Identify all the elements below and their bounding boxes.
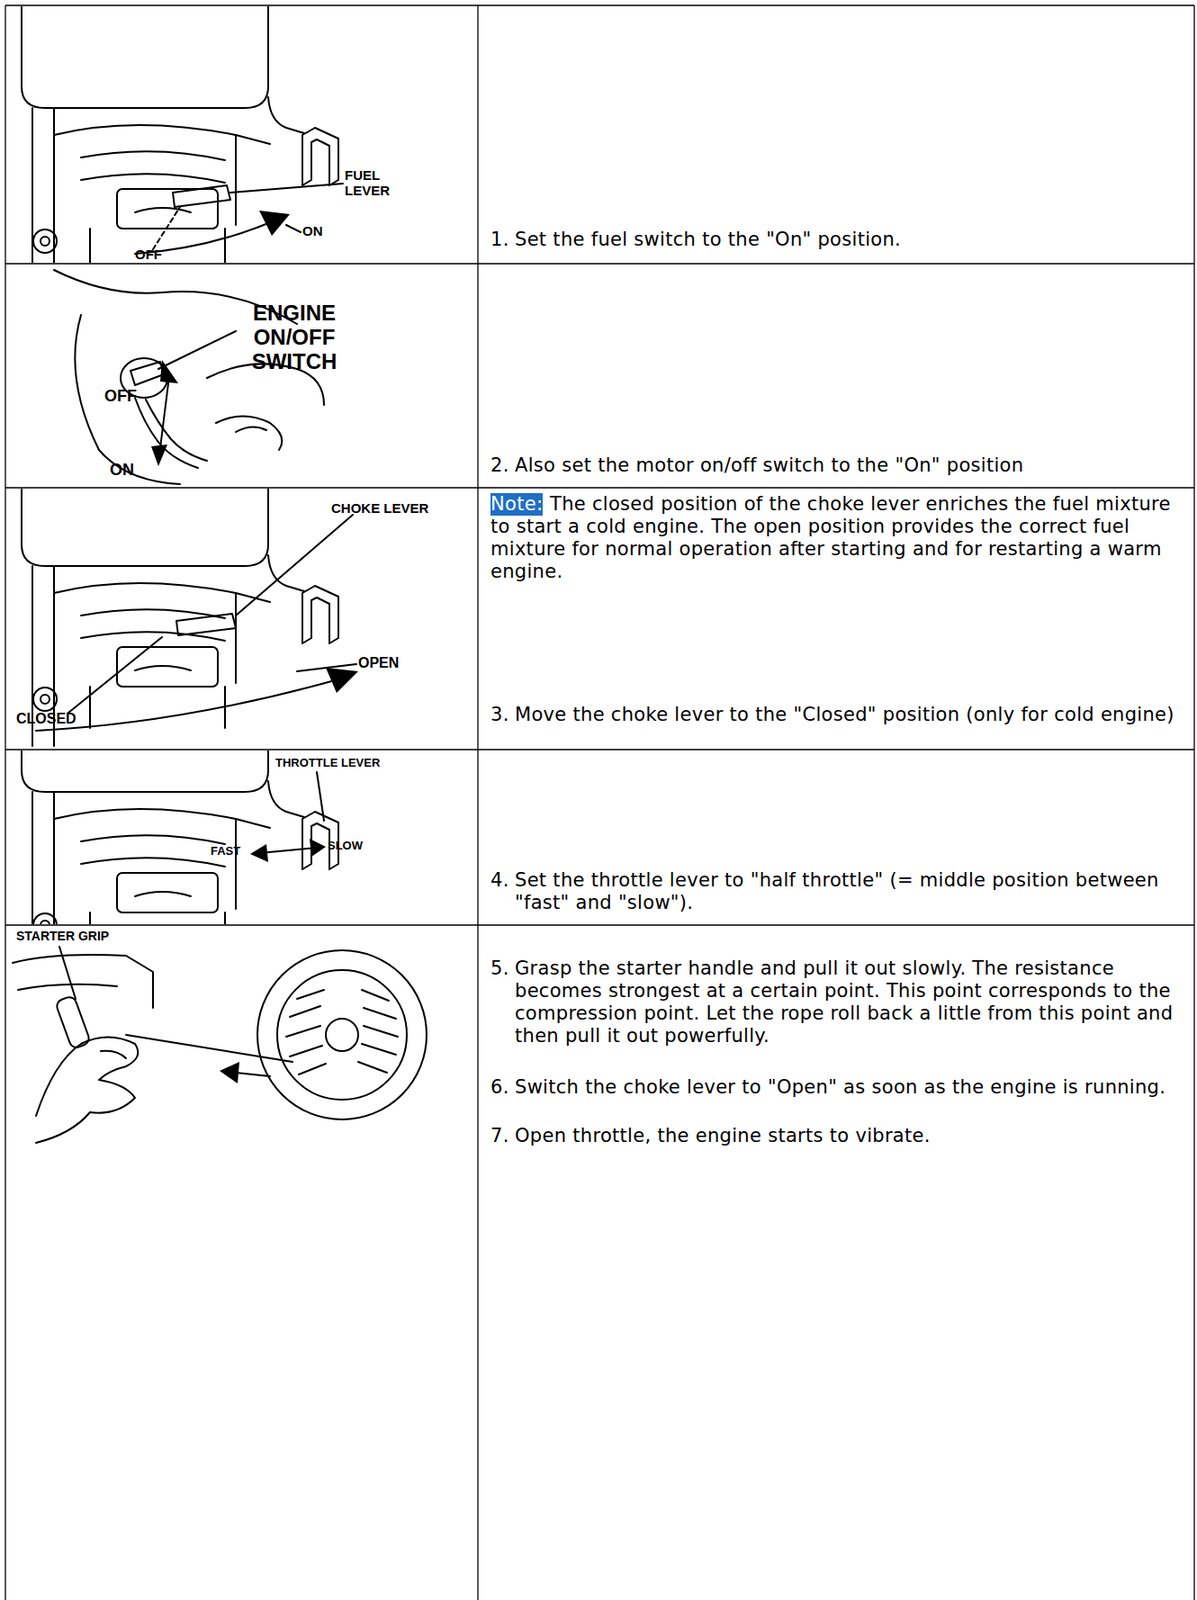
fuel-lever-drawing xyxy=(21,6,343,263)
starter-drawing xyxy=(12,946,427,1143)
step-text: Also set the motor on/off switch to the … xyxy=(514,454,1190,477)
part-label: THROTTLE LEVER xyxy=(275,756,380,770)
part-label: ENGINE ON/OFF SWITCH xyxy=(226,300,362,374)
step-text: Grasp the starter handle and pull it out… xyxy=(514,957,1190,1048)
step-text: Set the throttle lever to "half throttle… xyxy=(514,869,1190,915)
step-number: 1. xyxy=(490,228,510,252)
step-text: Open throttle, the engine starts to vibr… xyxy=(514,1125,1190,1148)
step-number: 6. xyxy=(490,1076,510,1099)
part-label: OPEN xyxy=(358,655,399,672)
part-label: ON xyxy=(109,460,135,479)
step-text: Set the fuel switch to the "On" position… xyxy=(514,228,1190,252)
throttle-lever-drawing xyxy=(21,750,339,925)
part-label: CLOSED xyxy=(16,711,77,728)
step-text: Switch the choke lever to "Open" as soon… xyxy=(514,1076,1190,1099)
part-label: CHOKE LEVER xyxy=(331,500,429,516)
step-number: 7. xyxy=(490,1125,510,1148)
part-label: ON xyxy=(302,223,324,239)
step-number: 5. xyxy=(490,957,510,981)
step-number: 2. xyxy=(490,454,510,477)
table-grid xyxy=(5,5,1195,1600)
part-label: FAST xyxy=(210,844,241,858)
choke-lever-drawing xyxy=(21,488,359,747)
note-text: The closed position of the choke lever e… xyxy=(490,493,1188,584)
part-label: SLOW xyxy=(327,838,363,853)
part-label: OFF xyxy=(135,246,162,262)
step-number: 4. xyxy=(490,869,510,892)
part-label: STARTER GRIP xyxy=(16,928,109,944)
note-label: Note: xyxy=(490,493,543,516)
step-text: Move the choke lever to the "Closed" pos… xyxy=(514,703,1190,727)
step-number: 3. xyxy=(490,703,510,727)
part-label: OFF xyxy=(104,387,137,405)
part-label: FUEL LEVER xyxy=(344,167,417,198)
